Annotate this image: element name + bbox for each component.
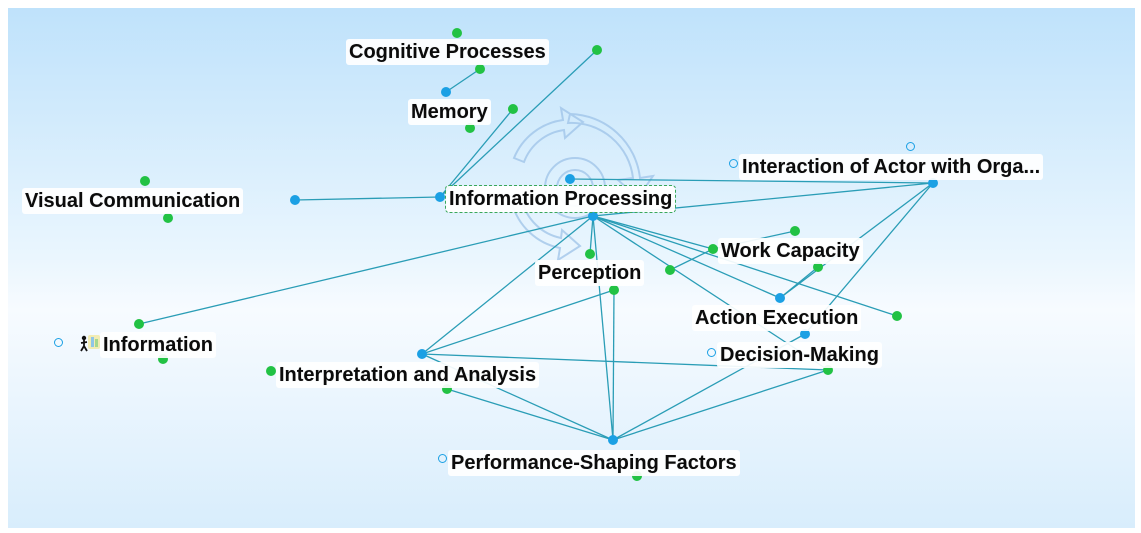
node-handle[interactable] [417, 349, 427, 359]
node-interpretation-and-analysis[interactable]: Interpretation and Analysis [276, 362, 540, 388]
connection-line [138, 215, 594, 325]
node-handle[interactable] [609, 285, 619, 295]
mind-map-canvas[interactable]: Cognitive Processes Memory Visual Commun… [8, 8, 1135, 528]
connection-line [421, 289, 615, 355]
node-handle[interactable] [585, 249, 595, 259]
node-handle[interactable] [800, 329, 810, 339]
node-handle[interactable] [266, 366, 276, 376]
connection-line [592, 215, 714, 250]
connection-line [612, 289, 615, 441]
connection-line [421, 215, 594, 355]
node-handle[interactable] [465, 123, 475, 133]
connection-line [445, 68, 481, 93]
node-cognitive-processes[interactable]: Cognitive Processes [346, 39, 549, 65]
connection-line [612, 369, 829, 441]
connection-line [779, 266, 819, 299]
node-work-capacity[interactable]: Work Capacity [718, 238, 863, 264]
node-handle[interactable] [790, 226, 800, 236]
node-handle[interactable] [707, 348, 716, 357]
node-handle[interactable] [452, 28, 462, 38]
node-handle[interactable] [163, 213, 173, 223]
connection-line [592, 215, 614, 441]
connection-line [439, 108, 514, 198]
node-action-execution[interactable]: Action Execution [692, 305, 862, 331]
node-handle[interactable] [442, 384, 452, 394]
person-icon [80, 335, 100, 352]
node-handle[interactable] [290, 195, 300, 205]
node-visual-communication[interactable]: Visual Communication [22, 188, 244, 214]
node-handle[interactable] [438, 454, 447, 463]
node-handle[interactable] [729, 159, 738, 168]
node-perception[interactable]: Perception [535, 260, 645, 286]
connection-line [446, 388, 614, 441]
gear-arrows-icon [510, 105, 656, 263]
node-handle[interactable] [435, 192, 445, 202]
node-handle[interactable] [775, 293, 785, 303]
connection-line [669, 248, 714, 271]
node-memory[interactable]: Memory [408, 99, 491, 125]
node-decision-making[interactable]: Decision-Making [717, 342, 882, 368]
node-handle[interactable] [588, 211, 598, 221]
node-handle[interactable] [813, 262, 823, 272]
node-handle[interactable] [665, 265, 675, 275]
node-handle[interactable] [508, 104, 518, 114]
node-information-processing[interactable]: Information Processing [444, 185, 677, 213]
node-handle[interactable] [441, 87, 451, 97]
connection-line [592, 215, 781, 299]
node-handle[interactable] [565, 174, 575, 184]
connection-line [589, 215, 594, 255]
node-handle[interactable] [592, 45, 602, 55]
node-interaction-of-actor[interactable]: Interaction of Actor with Orga... [739, 154, 1044, 180]
node-handle[interactable] [158, 354, 168, 364]
node-information[interactable]: Information [100, 332, 216, 358]
node-handle[interactable] [140, 176, 150, 186]
connection-lines [138, 49, 934, 441]
node-performance-shaping-factors[interactable]: Performance-Shaping Factors [448, 450, 740, 476]
node-handle[interactable] [906, 142, 915, 151]
connection-line [439, 49, 598, 198]
connection-line [592, 215, 898, 317]
node-handle[interactable] [892, 311, 902, 321]
node-handle[interactable] [475, 64, 485, 74]
node-handle[interactable] [134, 319, 144, 329]
node-handle[interactable] [54, 338, 63, 347]
node-handle[interactable] [632, 471, 642, 481]
node-handle[interactable] [823, 365, 833, 375]
connection-line [569, 178, 934, 184]
connection-line [294, 196, 441, 201]
node-handle[interactable] [708, 244, 718, 254]
node-handle[interactable] [928, 178, 938, 188]
node-handle[interactable] [608, 435, 618, 445]
